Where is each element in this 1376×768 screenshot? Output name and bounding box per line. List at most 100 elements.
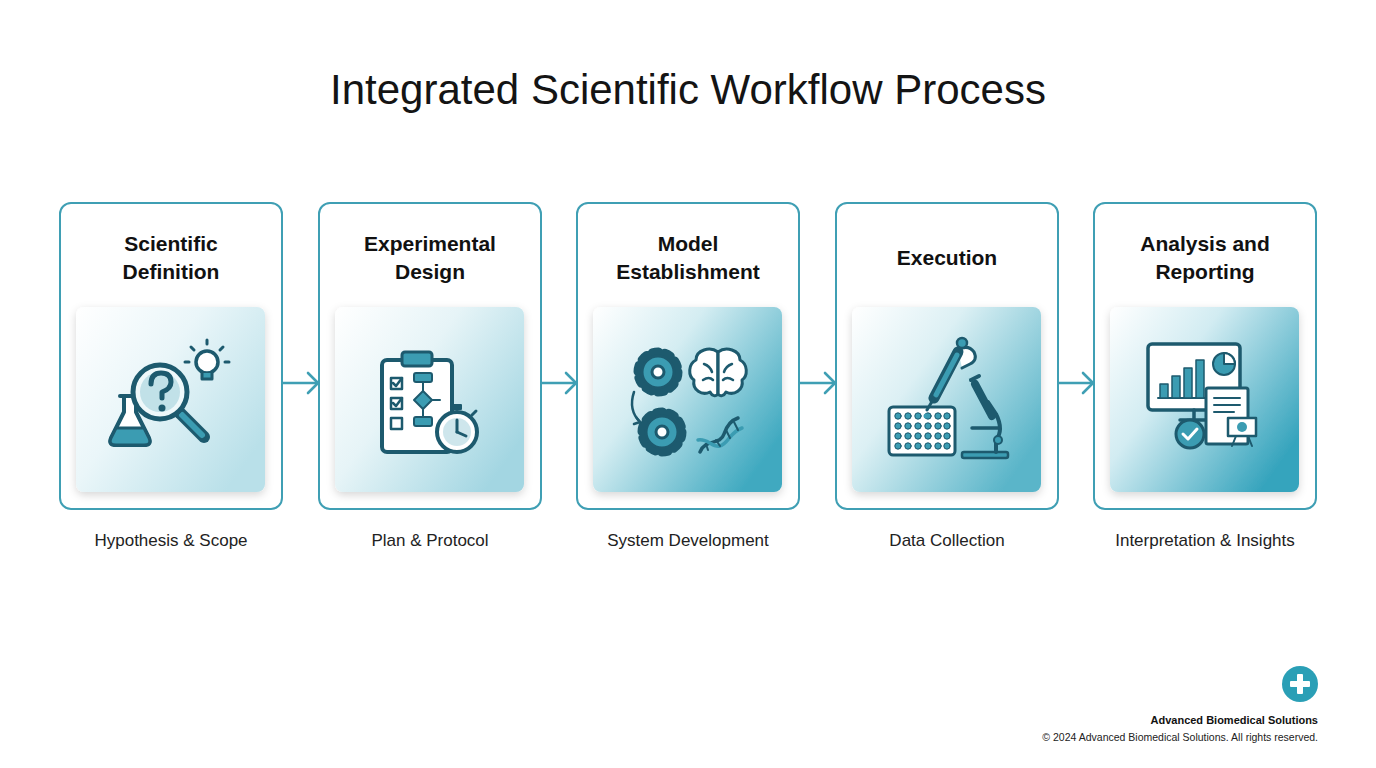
step-caption: Data Collection <box>807 530 1087 552</box>
execution-icon-part-part <box>915 433 921 439</box>
reporting-icon <box>1148 344 1256 448</box>
reporting-icon-part <box>1180 418 1208 422</box>
execution-icon-part <box>895 413 950 449</box>
model-icon-part <box>716 440 720 446</box>
hypothesis-icon-part <box>110 428 150 445</box>
hypothesis-icon-part <box>120 394 140 398</box>
protocol-icon-part <box>414 417 432 426</box>
hypothesis-icon-part <box>185 361 189 364</box>
reporting-icon-part <box>1232 436 1236 446</box>
reporting-icon-part <box>1160 384 1168 398</box>
reporting-icon-part <box>1184 368 1192 398</box>
reporting-icon-part <box>1224 353 1235 364</box>
execution-icon-part-part <box>935 433 941 439</box>
step-caption: System Development <box>548 530 828 552</box>
icon-tiles-part <box>76 307 265 492</box>
protocol-icon <box>382 352 477 452</box>
execution-icon-part-part <box>895 413 901 419</box>
protocol-icon-part <box>432 399 440 401</box>
flow-arrow <box>800 382 835 385</box>
execution-icon-part-part <box>915 423 921 429</box>
flow-arrow <box>542 382 576 385</box>
model-icon-part <box>652 366 664 378</box>
protocol-icon-part <box>414 373 432 382</box>
execution-icon-part-part <box>895 423 901 429</box>
model-icon-part <box>632 392 640 422</box>
reporting-icon-part <box>1148 344 1240 410</box>
reporting-icon-part <box>1237 422 1247 432</box>
execution-icon-part <box>957 338 967 348</box>
execution-icon-part <box>936 355 957 395</box>
hypothesis-icon-part <box>180 413 204 437</box>
hypothesis-icon-part <box>202 373 212 379</box>
reporting-icon-part <box>1158 397 1210 399</box>
protocol-icon-part <box>456 420 459 432</box>
hypothesis-icon-part <box>140 372 180 412</box>
hypothesis-icon <box>110 340 229 445</box>
execution-icon-part-part <box>895 443 901 449</box>
company-name: Advanced Biomedical Solutions <box>1151 713 1318 727</box>
hypothesis-icon-part <box>191 347 194 350</box>
step-title: Execution <box>837 223 1057 293</box>
reporting-icon-part <box>1172 376 1180 398</box>
model-icon-part <box>634 417 640 424</box>
protocol-icon-part <box>391 378 402 389</box>
model-icon-part <box>706 444 708 450</box>
step-caption: Interpretation & Insights <box>1065 530 1345 552</box>
model-icon-part <box>642 356 674 388</box>
process-box: Model EstablishmentSystem Development <box>576 202 800 510</box>
model-icon-part <box>642 412 682 452</box>
icon-tiles-part <box>852 307 1041 492</box>
model-icon-part <box>703 364 733 380</box>
protocol-icon-part <box>472 411 476 415</box>
flow-arrow <box>1059 382 1093 385</box>
step-title: Experimental Design <box>320 223 540 293</box>
protocol-icon-part <box>382 360 452 452</box>
protocol-icon-part <box>391 398 402 409</box>
reporting-icon-part <box>1192 410 1196 420</box>
execution-icon-part-part <box>944 423 950 429</box>
hypothesis-icon-part <box>206 340 209 344</box>
company-logo-part <box>1290 681 1310 687</box>
execution-icon-part <box>924 414 929 419</box>
execution-icon-part-part <box>895 433 901 439</box>
execution-icon-part-part <box>925 443 931 449</box>
process-box: Experimental DesignPlan & Protocol <box>318 202 542 510</box>
icon-tiles-part <box>1110 307 1299 492</box>
execution-icon-part-part <box>925 413 931 419</box>
model-icon-part <box>726 430 730 438</box>
hypothesis-icon-part <box>133 365 187 419</box>
process-box: ExecutionData Collection <box>835 202 1059 510</box>
model-icon-part <box>718 349 746 396</box>
execution-icon-part <box>994 436 1002 444</box>
model-icon <box>632 349 746 452</box>
step-title: Scientific Definition <box>61 223 281 293</box>
execution-icon-part-part <box>915 443 921 449</box>
execution-icon-part <box>889 407 955 455</box>
execution-icon-part-part <box>905 433 911 439</box>
model-icon-part <box>638 352 678 392</box>
step-title: Model Establishment <box>578 223 798 293</box>
protocol-icon-part <box>393 398 402 406</box>
execution-icon-part-part <box>935 413 941 419</box>
protocol-icon-part <box>422 409 424 417</box>
diagram-title: Integrated Scientific Workflow Process <box>0 64 1376 116</box>
company-logo-part <box>1282 666 1318 702</box>
model-icon-part <box>656 426 668 438</box>
reporting-icon-part <box>1213 353 1235 375</box>
step-title: Analysis and Reporting <box>1095 223 1315 293</box>
model-icon-part <box>690 349 718 396</box>
model-icon-part <box>734 422 738 430</box>
execution-icon-part <box>927 398 934 410</box>
hypothesis-icon-part <box>182 415 202 435</box>
protocol-icon-part <box>422 382 424 391</box>
execution-icon-part <box>971 376 979 380</box>
protocol-icon-part <box>393 378 402 386</box>
reporting-icon-part <box>1214 397 1240 399</box>
protocol-icon-part <box>452 404 462 410</box>
